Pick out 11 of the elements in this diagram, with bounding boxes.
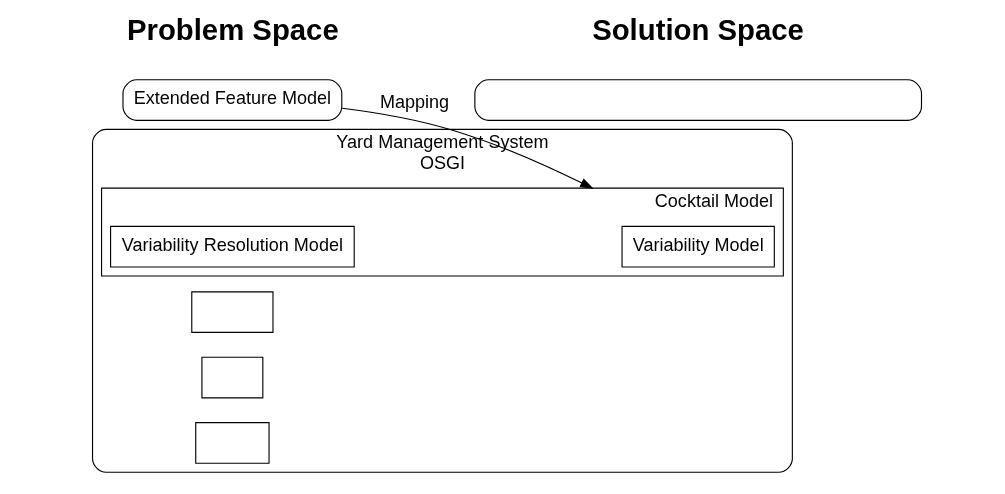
edge-label: Mapping bbox=[379, 91, 450, 112]
node-box: Variability Resolution Model bbox=[110, 225, 355, 268]
node-box bbox=[191, 291, 274, 333]
node-box: Extended Feature Model bbox=[122, 79, 343, 121]
node-box bbox=[195, 422, 270, 464]
node-box: Variability Model bbox=[621, 225, 775, 268]
arrow bbox=[341, 107, 594, 189]
label: Solution Space bbox=[592, 12, 804, 46]
node-box bbox=[474, 79, 923, 121]
label: Problem Space bbox=[126, 12, 339, 46]
node-box bbox=[201, 356, 264, 399]
